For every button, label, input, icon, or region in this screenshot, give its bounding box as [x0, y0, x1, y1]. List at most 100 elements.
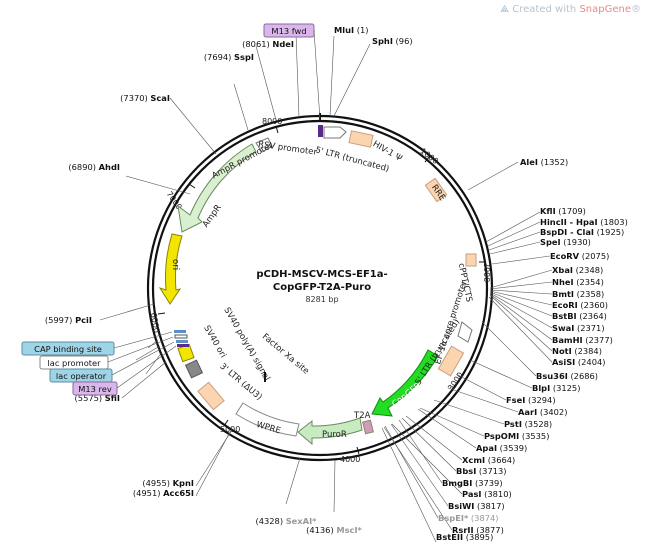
ampr-promoter-label: AmpR promoter [210, 140, 275, 181]
enzyme-site-label: (6890) AhdI [68, 162, 120, 172]
enzyme-position: (3125) [550, 383, 580, 393]
enzyme-site-label: KflI (1709) [540, 206, 586, 216]
enzyme-position: (3817) [474, 501, 504, 511]
enzyme-name: MluI [334, 25, 354, 35]
enzyme-name: ScaI [150, 93, 170, 103]
enzyme-site-label: BmgBI (3739) [442, 478, 503, 488]
ef1a-promoter-arrow [457, 321, 473, 343]
hiv-psi-box [348, 130, 374, 148]
enzyme-site-label: Bsu36I (2686) [536, 371, 598, 381]
enzyme-site-label: (5575) SfiI [75, 393, 120, 403]
snapgene-logo-icon: ⟁ [500, 4, 510, 15]
enzyme-position: (2371) [574, 323, 604, 333]
enzyme-name: XbaI [552, 265, 573, 275]
enzyme-name: BbsI [456, 466, 476, 476]
enzyme-name: BlpI [532, 383, 550, 393]
enzyme-site-label: PstI (3528) [504, 419, 552, 429]
enzyme-position: (2358) [574, 289, 604, 299]
enzyme-site-label: (8061) NdeI [242, 39, 294, 49]
enzyme-site-label: PasI (3810) [462, 489, 512, 499]
enzyme-name: BamHI [552, 335, 583, 345]
lac-operator-text: lac operator [56, 371, 107, 381]
enzyme-name: AsiSI [552, 357, 575, 367]
enzyme-name: SwaI [552, 323, 574, 333]
enzyme-name: KflI [540, 206, 556, 216]
boxed-labels: M13 fwd CAP binding site lac promoter la… [21, 23, 321, 396]
enzyme-site-label: BamHI (2377) [552, 335, 613, 345]
enzyme-site-label: ApaI (3539) [476, 443, 527, 453]
enzyme-position: (3810) [481, 489, 511, 499]
enzyme-name: SpeI [540, 237, 561, 247]
leader-lines-left [99, 33, 336, 513]
enzyme-position: (2384) [572, 346, 602, 356]
enzyme-name: RsrII [452, 525, 474, 535]
rsv-promoter-arrow [323, 126, 347, 139]
enzyme-name: SphI [372, 36, 393, 46]
enzyme-site-label: (4951) Acc65I [133, 488, 194, 498]
enzyme-name: SexAI* [286, 516, 317, 526]
enzyme-sites-right: MluI (1)SphI (96)AleI (1352)KflI (1709)H… [334, 25, 628, 542]
enzyme-position: (1803) [598, 217, 628, 227]
enzyme-name: XcmI [462, 455, 485, 465]
enzyme-name: NdeI [272, 39, 294, 49]
enzyme-name: FseI [506, 395, 525, 405]
enzyme-position: (3877) [474, 525, 504, 535]
rre-box [424, 177, 448, 203]
enzyme-name: PspOMI [484, 431, 519, 441]
enzyme-position: (1930) [561, 237, 591, 247]
enzyme-site-label: (4328) SexAI* [255, 516, 317, 526]
lac-promoter-text: lac promoter [47, 358, 101, 368]
watermark: ⟁ Created with SnapGene® [500, 4, 641, 15]
enzyme-site-label: AsiSI (2404) [552, 357, 606, 367]
ampr-arrow [177, 143, 257, 233]
t2a-box [362, 419, 374, 435]
lac-promoter-mark [174, 334, 188, 339]
m13-rev-tag [72, 381, 118, 396]
enzyme-name: Bsu36I [536, 371, 568, 381]
wpre-box [235, 402, 300, 437]
enzyme-name: BmtI [552, 289, 574, 299]
enzyme-name: PasI [462, 489, 481, 499]
enzyme-site-label: NheI (2354) [552, 277, 604, 287]
enzyme-position: (1709) [556, 206, 586, 216]
leader-lines-right [329, 35, 553, 543]
enzyme-name: SspI [234, 52, 254, 62]
enzyme-site-label: AarI (3402) [518, 407, 567, 417]
enzyme-name: PstI [504, 419, 522, 429]
tick-label: 4000 [340, 455, 360, 464]
enzyme-site-label: XbaI (2348) [552, 265, 603, 275]
enzyme-name: Acc65I [163, 488, 194, 498]
enzyme-position: (4136) [306, 525, 336, 535]
enzyme-name: BstBI [552, 311, 577, 321]
m13-rev-mark [177, 344, 189, 347]
ampr-promoter-arrow [255, 137, 273, 153]
enzyme-name: ApaI [476, 443, 497, 453]
enzyme-position: (7370) [120, 93, 150, 103]
ori-arrow [158, 233, 183, 305]
enzyme-position: (3294) [525, 395, 555, 405]
m13-rev-text: M13 rev [78, 384, 112, 394]
copgfp-arrow [371, 349, 439, 417]
ltr3-box [197, 381, 225, 411]
enzyme-position: (1925) [594, 227, 624, 237]
enzyme-site-label: (7694) SspI [204, 52, 254, 62]
enzyme-name: EcoRV [550, 251, 580, 261]
enzyme-name: AleI [520, 157, 538, 167]
sv40-ori-label: SV40 ori [201, 324, 228, 360]
enzyme-site-label: MluI (1) [334, 25, 369, 35]
cap-site-text: CAP binding site [34, 344, 102, 354]
enzyme-name: AarI [518, 407, 537, 417]
cppt-box [465, 253, 477, 267]
enzyme-name: BmgBI [442, 478, 472, 488]
lac-operator-mark [176, 340, 188, 343]
enzyme-position: (2404) [575, 357, 605, 367]
enzyme-site-label: BspEI* (3874) [438, 513, 499, 523]
tick-label: 8000 [262, 117, 282, 126]
enzyme-position: (2354) [574, 277, 604, 287]
plasmid-name-line2: CopGFP-T2A-Puro [273, 282, 371, 293]
tick-label: 2000 [482, 262, 491, 282]
enzyme-position: (3402) [537, 407, 567, 417]
enzyme-position: (3535) [519, 431, 549, 441]
t2a-label: T2A [353, 411, 371, 421]
enzyme-site-label: SpeI (1930) [540, 237, 591, 247]
